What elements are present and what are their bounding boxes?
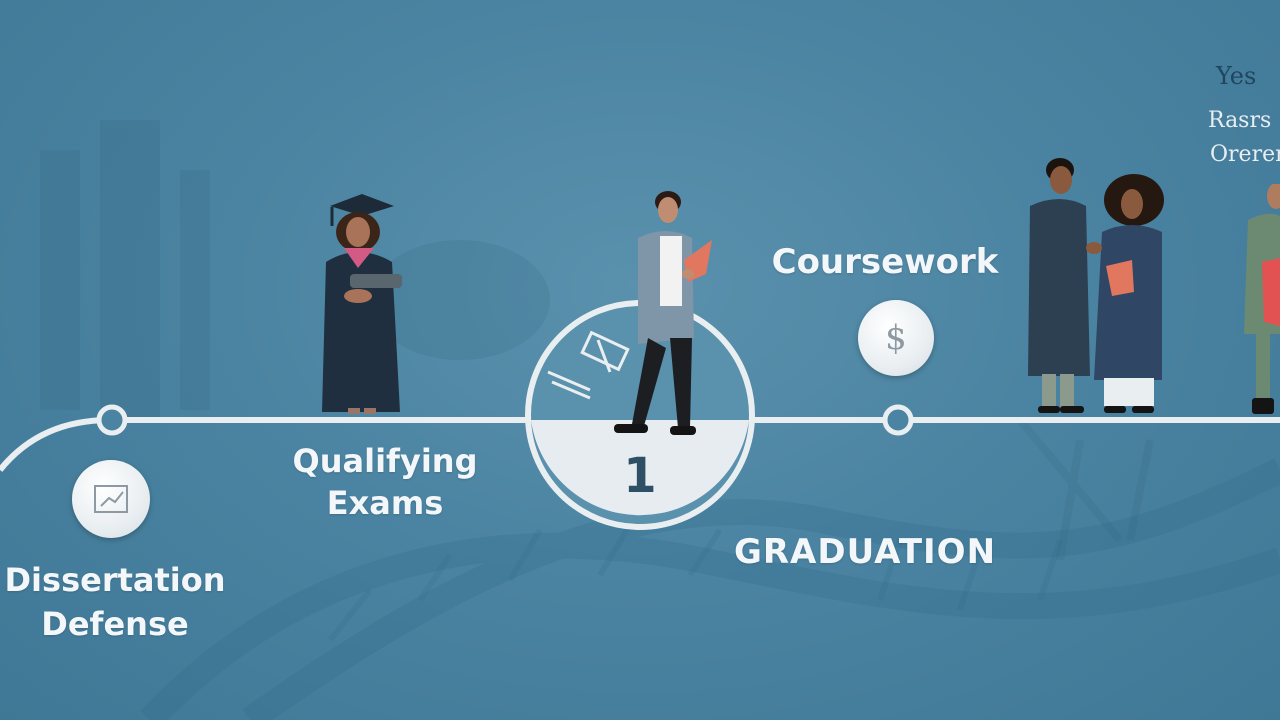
stage-label-qualifying-exams: Qualifying Exams (280, 440, 490, 524)
corner-text-1: Yes (1216, 62, 1257, 90)
student-walking-figure (614, 191, 712, 435)
coursework-icon-disc: $ (858, 300, 934, 376)
background-lines (1016, 417, 1154, 561)
graduates-handshake-figure (1028, 158, 1164, 413)
stage-label-dissertation-defense: Dissertation Defense (0, 558, 230, 646)
dissertation-line2: Defense (41, 605, 189, 643)
chart-icon (94, 485, 128, 513)
timeline-node-3 (882, 404, 914, 436)
qualifying-line1: Qualifying (292, 442, 478, 480)
background-shapes (40, 120, 550, 420)
qualifying-line2: Exams (326, 484, 444, 522)
stage-label-coursework: Coursework (771, 242, 999, 282)
cropped-person-figure (1244, 184, 1280, 414)
dissertation-icon-disc (72, 460, 150, 538)
timeline-node-1 (96, 404, 128, 436)
corner-text-2: Rasrs (1208, 108, 1272, 133)
dna-helix (140, 458, 1280, 720)
graduate-woman-figure (322, 194, 402, 414)
document-sketch-icon (547, 330, 630, 400)
dollar-icon: $ (885, 318, 907, 358)
central-step-number: 1 (623, 448, 657, 504)
dissertation-line1: Dissertation (4, 561, 226, 599)
dna-rungs (327, 523, 1063, 642)
stage-label-graduation: GRADUATION (733, 532, 997, 572)
corner-text-3: Orerem (1210, 142, 1280, 167)
